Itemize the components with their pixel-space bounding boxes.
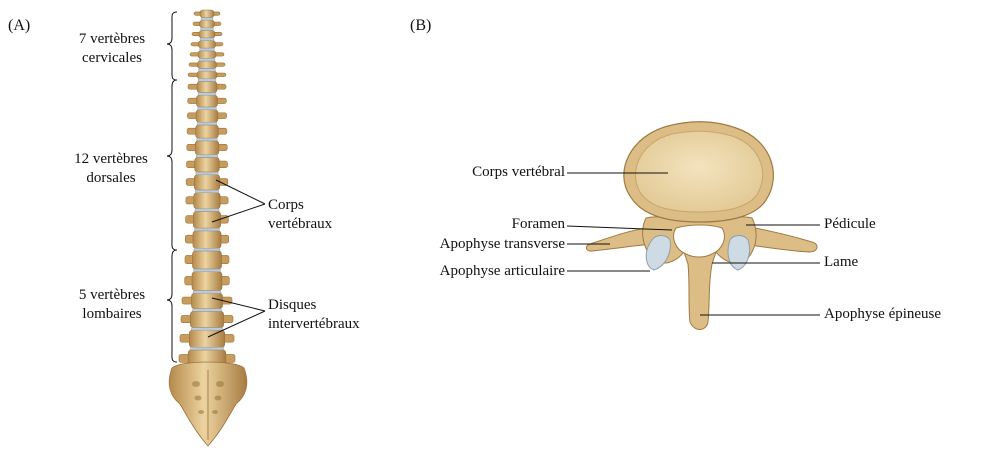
intervertebral-disc	[196, 155, 218, 158]
label-apophyse-transverse: Apophyse transverse	[440, 235, 565, 254]
intervertebral-disc	[199, 58, 215, 61]
brace-cervical	[167, 12, 177, 80]
vertebra-top-view	[586, 122, 817, 330]
vertebra-body	[200, 10, 214, 18]
vertebra-body	[196, 110, 218, 123]
vertebra-body	[194, 193, 220, 209]
vertebra-body	[199, 30, 215, 38]
vertebra-body	[193, 231, 221, 249]
intervertebral-disc	[195, 190, 218, 193]
intervertebral-disc	[200, 38, 214, 41]
label-discs-line2: intervertébraux	[268, 315, 360, 334]
label-cervical-line1: 7 vertèbres	[60, 30, 164, 49]
label-dorsal: 12 vertèbres dorsales	[56, 150, 166, 188]
panel-a-tag: (A)	[8, 16, 30, 35]
label-dorsal-line2: dorsales	[56, 169, 166, 188]
label-lumbar: 5 vertèbres lombaires	[60, 286, 164, 324]
vertebra-body	[197, 95, 218, 107]
vertebra-body	[199, 41, 216, 49]
intervertebral-disc	[193, 291, 221, 294]
articular-facet-right	[728, 236, 749, 271]
intervertebral-disc	[201, 28, 214, 31]
vertebra-body	[200, 20, 215, 28]
label-intervertebral-discs: Disques intervertébraux	[268, 296, 360, 334]
label-vertebral-bodies: Corps vertébraux	[268, 196, 332, 234]
vertebra-body	[190, 311, 223, 327]
intervertebral-disc	[196, 172, 219, 175]
intervertebral-disc	[200, 48, 215, 51]
vertebra-body	[197, 81, 217, 92]
label-cervical-line2: cervicales	[60, 49, 164, 68]
label-lumbar-line2: lombaires	[60, 305, 164, 324]
vertebra-body	[196, 125, 219, 138]
vertebra-body	[197, 71, 217, 79]
vertebra-body	[192, 293, 223, 309]
label-apophyse-epineuse: Apophyse épineuse	[824, 305, 941, 324]
brace-dorsal	[167, 80, 177, 250]
vertebra-body	[193, 251, 222, 269]
intervertebral-disc	[199, 69, 216, 72]
spine-column	[169, 10, 247, 446]
intervertebral-disc	[194, 269, 221, 272]
intervertebral-disc	[194, 248, 220, 251]
intervertebral-disc	[190, 347, 223, 350]
label-lumbar-line1: 5 vertèbres	[60, 286, 164, 305]
label-foramen: Foramen	[512, 215, 565, 234]
intervertebral-disc	[197, 138, 218, 141]
label-discs-line1: Disques	[268, 296, 360, 315]
vertebra-body	[193, 211, 220, 228]
intervertebral-disc	[197, 122, 217, 125]
label-bodies-line2: vertébraux	[268, 215, 332, 234]
brace-lumbar	[167, 250, 177, 362]
label-lame: Lame	[824, 253, 858, 272]
vertebra-body	[194, 175, 219, 190]
intervertebral-disc	[201, 18, 213, 21]
intervertebral-disc	[198, 107, 217, 110]
intervertebral-disc	[198, 79, 216, 82]
label-apophyse-articulaire: Apophyse articulaire	[440, 262, 565, 281]
vertebra-body	[192, 272, 222, 291]
label-bodies-line1: Corps	[268, 196, 332, 215]
vertebra-body	[195, 157, 220, 172]
label-pedicule: Pédicule	[824, 215, 876, 234]
vertebra-body	[195, 141, 219, 155]
intervertebral-disc	[191, 328, 222, 331]
vertebra-body	[198, 51, 216, 59]
vertebra-body	[189, 330, 224, 347]
label-corps-vertebral: Corps vertébral	[472, 163, 565, 182]
label-dorsal-line1: 12 vertèbres	[56, 150, 166, 169]
intervertebral-disc	[198, 93, 216, 96]
intervertebral-disc	[193, 309, 222, 312]
panel-b-tag: (B)	[410, 16, 431, 35]
intervertebral-disc	[194, 228, 219, 231]
intervertebral-disc	[195, 209, 219, 212]
label-cervical: 7 vertèbres cervicales	[60, 30, 164, 68]
vertebra-body	[198, 61, 217, 69]
